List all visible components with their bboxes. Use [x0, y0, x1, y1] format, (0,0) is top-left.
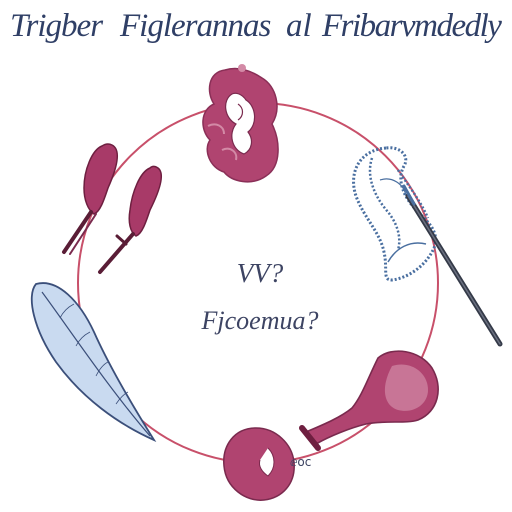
diagram-title: Trigber Figlerannas al Fribarvmdedly [0, 4, 512, 48]
small-annotation: ⅇoc [290, 455, 312, 469]
kidney-icon [202, 64, 279, 183]
title-word-4: Fribarvmdedly [322, 8, 502, 44]
title-word-3: al [286, 8, 312, 44]
tuning-fork-icon [62, 143, 162, 274]
stylus-icon [402, 184, 503, 347]
funnel-icon [299, 350, 439, 451]
title-word-1: Trigber [10, 8, 103, 44]
center-label-secondary: Fjcoemua? [201, 306, 319, 335]
center-label-primary: VV? [236, 258, 284, 288]
heart-organ-icon [223, 427, 295, 501]
title-word-2: Figlerannas [120, 8, 271, 44]
coiled-wire-icon [352, 146, 437, 282]
leaf-icon [30, 282, 157, 443]
